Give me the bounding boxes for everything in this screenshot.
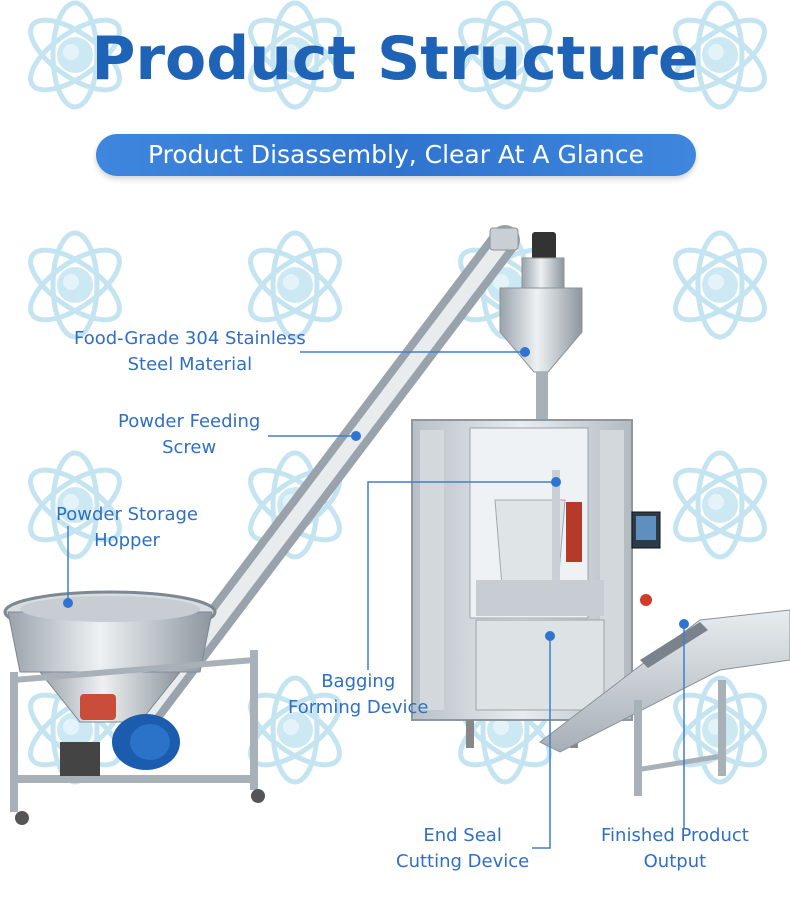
subtitle-text: Product Disassembly, Clear At A Glance (147, 140, 645, 169)
vffs-machine-body (411, 419, 661, 748)
callout-dots (63, 347, 689, 641)
label-bagging-forming: Bagging Forming Device (288, 671, 429, 718)
label-finished-output: Finished Product Output (601, 825, 749, 872)
label-stainless-steel: Food-Grade 304 Stainless Steel Material (74, 328, 306, 375)
subtitle-banner (96, 134, 696, 176)
storage-hopper (3, 590, 265, 825)
feeding-screw-tube (135, 225, 520, 725)
dosing-hopper (499, 232, 583, 422)
packing-machine-illustration (3, 225, 790, 849)
output-conveyor (539, 609, 790, 796)
page-title: Product Structure (91, 24, 699, 94)
label-feeding-screw: Powder Feeding Screw (118, 411, 261, 458)
label-end-seal: End Seal Cutting Device (396, 825, 530, 872)
label-storage-hopper: Powder Storage Hopper (56, 504, 198, 551)
callout-lines (67, 351, 685, 849)
